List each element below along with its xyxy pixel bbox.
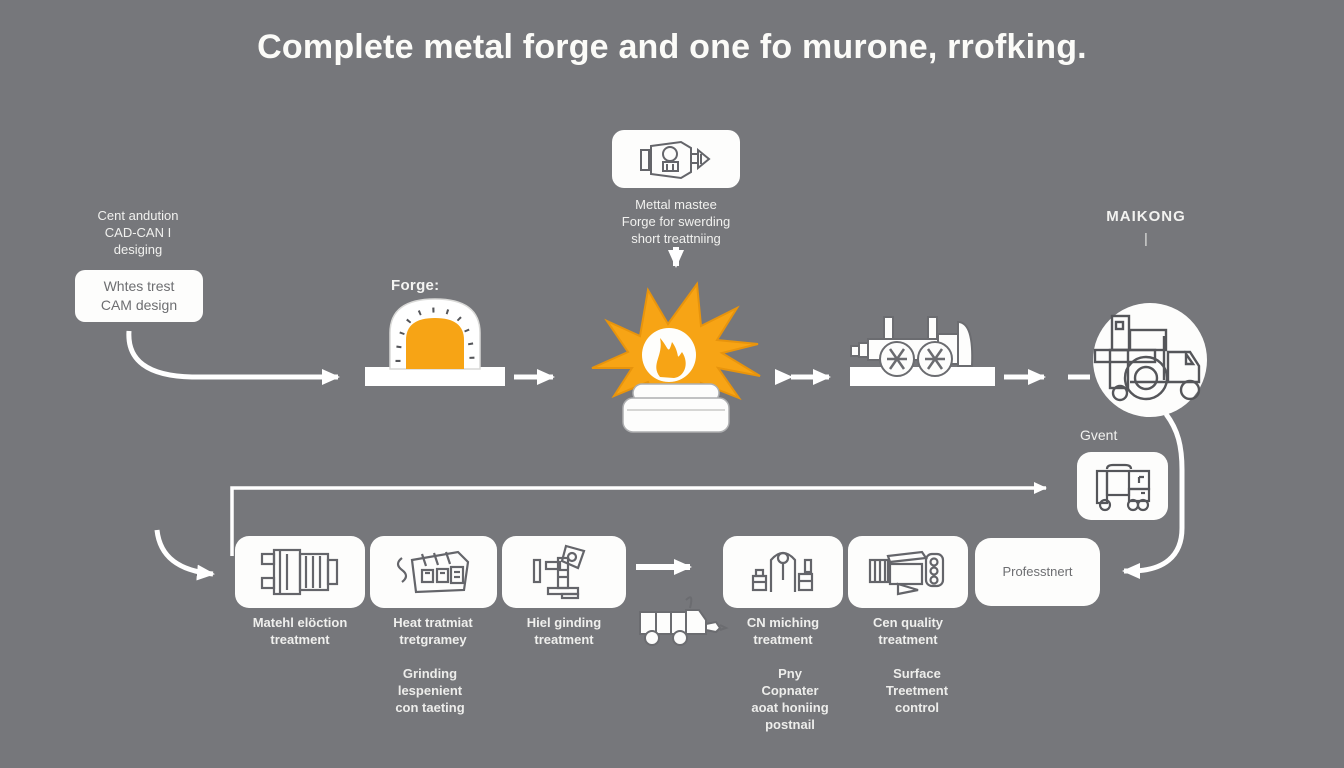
material-selection-box [235,536,365,608]
motor-icon [868,550,945,596]
arrow-cad-to-forge [126,330,340,385]
quality-label: Cen quality treatment [872,615,944,647]
cad-cam-caption: Cent andution CAD-CAN I desiging [97,208,179,258]
cad-design-box-label: Whtes trest CAM design [100,278,178,313]
grinding-label: Hiel ginding treatment [526,615,602,647]
van-icon [1095,463,1150,512]
brand-mark: | [1144,230,1148,246]
heat-treatment-label: Heat tratmiat tretgramey [393,615,473,647]
grinding-box [502,536,626,608]
metal-master-box [612,130,740,188]
connector-icon [260,548,339,596]
cnc-machining-box [723,536,843,608]
press-icon [751,551,814,592]
curve-circle-to-final-box [1122,412,1185,579]
grinding-sub-caption: Grinding lespenient con taeting [395,666,465,715]
delivery-truck-circle-icon [1093,303,1207,417]
grinder-icon [532,544,586,600]
surface-sub-caption: Surface Treetment control [885,666,949,715]
material-selection-label: Matehl elöction treatment [252,615,348,647]
heat-machine-icon [396,550,469,594]
small-truck-icon [639,596,729,646]
gvent-truck-box [1077,452,1168,520]
honing-sub-caption: Pny Copnater aoat honiing postnail [751,666,829,732]
final-result-label: Professtnert [1002,564,1073,580]
cad-design-box: Whtes trest CAM design [75,270,203,322]
heat-treatment-box [370,536,497,608]
metal-master-caption: Mettal mastee Forge for swerding short t… [621,197,731,247]
gvent-label: Gvent [1080,427,1118,443]
cnc-machining-label: CN miching treatment [746,615,820,647]
final-result-box: Professtnert [975,538,1100,606]
steam-cart-icon [850,316,974,377]
lathe-icon [640,140,711,180]
arrow-into-bottom-row [154,529,215,581]
forge-bar [365,367,505,386]
routing-line-to-gvent [230,482,1047,556]
quality-box [848,536,968,608]
forge-label: Forge: [391,277,440,294]
forge-arch-icon [389,298,481,370]
brand-name: MAIKONG [1106,208,1186,225]
diagram-title: Complete metal forge and one fo murone, … [257,28,1087,66]
flame-icon [591,281,761,433]
